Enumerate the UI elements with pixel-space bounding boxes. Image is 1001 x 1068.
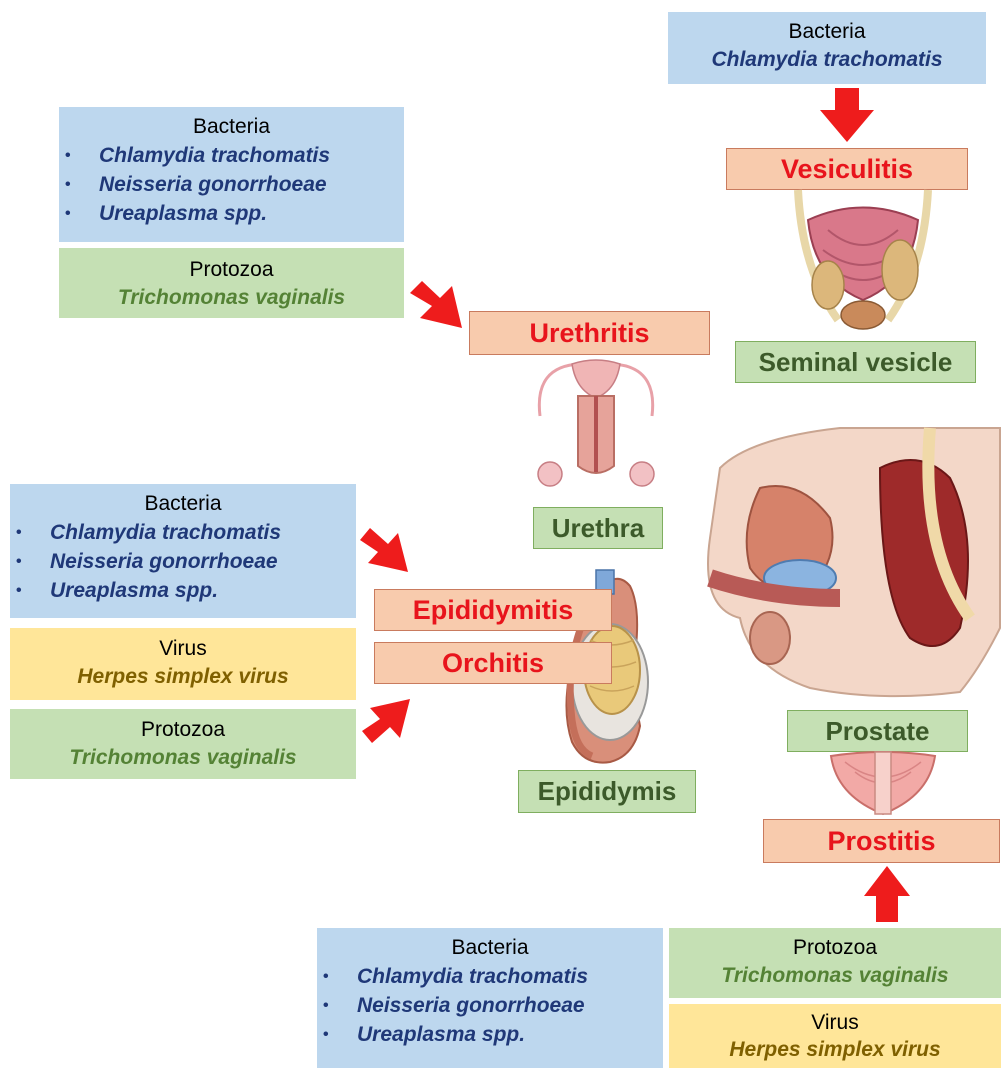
epididymitis-virus-box: Virus Herpes simplex virus (10, 628, 356, 700)
vesiculitis-condition-box: Vesiculitis (726, 148, 968, 190)
red-arrow-icon (862, 866, 912, 924)
urethritis-condition-box: Urethritis (469, 311, 710, 355)
list-item: Chlamydia trachomatis (59, 141, 404, 170)
list-item: Neisseria gonorrhoeae (317, 991, 663, 1020)
protozoa-name: Trichomonas vaginalis (59, 286, 404, 310)
bacteria-list: Chlamydia trachomatis Neisseria gonorrho… (59, 141, 404, 228)
seminal-vesicle-illustration (788, 190, 938, 340)
list-item: Chlamydia trachomatis (10, 518, 356, 547)
protozoa-name: Trichomonas vaginalis (10, 746, 356, 770)
epididymis-organ-label: Epididymis (518, 770, 696, 813)
list-item: Neisseria gonorrhoeae (59, 170, 404, 199)
red-arrow-icon (362, 693, 418, 745)
list-item: Ureaplasma spp. (10, 576, 356, 605)
virus-title: Virus (10, 637, 356, 661)
epididymitis-bacteria-box: Bacteria Chlamydia trachomatis Neisseria… (10, 484, 356, 618)
virus-title: Virus (669, 1011, 1001, 1035)
prostate-illustration (825, 752, 941, 818)
protozoa-title: Protozoa (669, 936, 1001, 960)
orchitis-condition-box: Orchitis (374, 642, 612, 684)
pelvis-illustration (700, 428, 1000, 696)
list-item: Ureaplasma spp. (59, 199, 404, 228)
vesiculitis-bacteria-box: Bacteria Chlamydia trachomatis (668, 12, 986, 84)
urethritis-bacteria-box: Bacteria Chlamydia trachomatis Neisseria… (59, 107, 404, 242)
virus-name: Herpes simplex virus (10, 665, 356, 689)
epididymitis-protozoa-box: Protozoa Trichomonas vaginalis (10, 709, 356, 779)
urethra-illustration (532, 356, 660, 496)
protozoa-title: Protozoa (59, 258, 404, 282)
bacteria-title: Bacteria (59, 115, 404, 139)
bacteria-list: Chlamydia trachomatis Neisseria gonorrho… (10, 518, 356, 605)
list-item: Ureaplasma spp. (317, 1020, 663, 1049)
urethra-organ-label: Urethra (533, 507, 663, 549)
urethritis-protozoa-box: Protozoa Trichomonas vaginalis (59, 248, 404, 318)
list-item: Neisseria gonorrhoeae (10, 547, 356, 576)
bacteria-name: Chlamydia trachomatis (668, 48, 986, 72)
red-arrow-icon (818, 88, 876, 144)
list-item: Chlamydia trachomatis (317, 962, 663, 991)
epididymitis-condition-box: Epididymitis (374, 589, 612, 631)
virus-name: Herpes simplex virus (669, 1038, 1001, 1062)
bacteria-title: Bacteria (317, 936, 663, 960)
protozoa-name: Trichomonas vaginalis (669, 964, 1001, 988)
bacteria-title: Bacteria (10, 492, 356, 516)
protozoa-title: Protozoa (10, 718, 356, 742)
bacteria-list: Chlamydia trachomatis Neisseria gonorrho… (317, 962, 663, 1049)
prostatitis-bacteria-box: Bacteria Chlamydia trachomatis Neisseria… (317, 928, 663, 1068)
prostatitis-protozoa-box: Protozoa Trichomonas vaginalis (669, 928, 1001, 998)
red-arrow-icon (360, 526, 416, 578)
prostatitis-virus-box: Virus Herpes simplex virus (669, 1004, 1001, 1068)
red-arrow-icon (410, 276, 470, 334)
prostitis-condition-box: Prostitis (763, 819, 1000, 863)
seminal-vesicle-organ-label: Seminal vesicle (735, 341, 976, 383)
prostate-organ-label: Prostate (787, 710, 968, 752)
bacteria-title: Bacteria (668, 20, 986, 44)
